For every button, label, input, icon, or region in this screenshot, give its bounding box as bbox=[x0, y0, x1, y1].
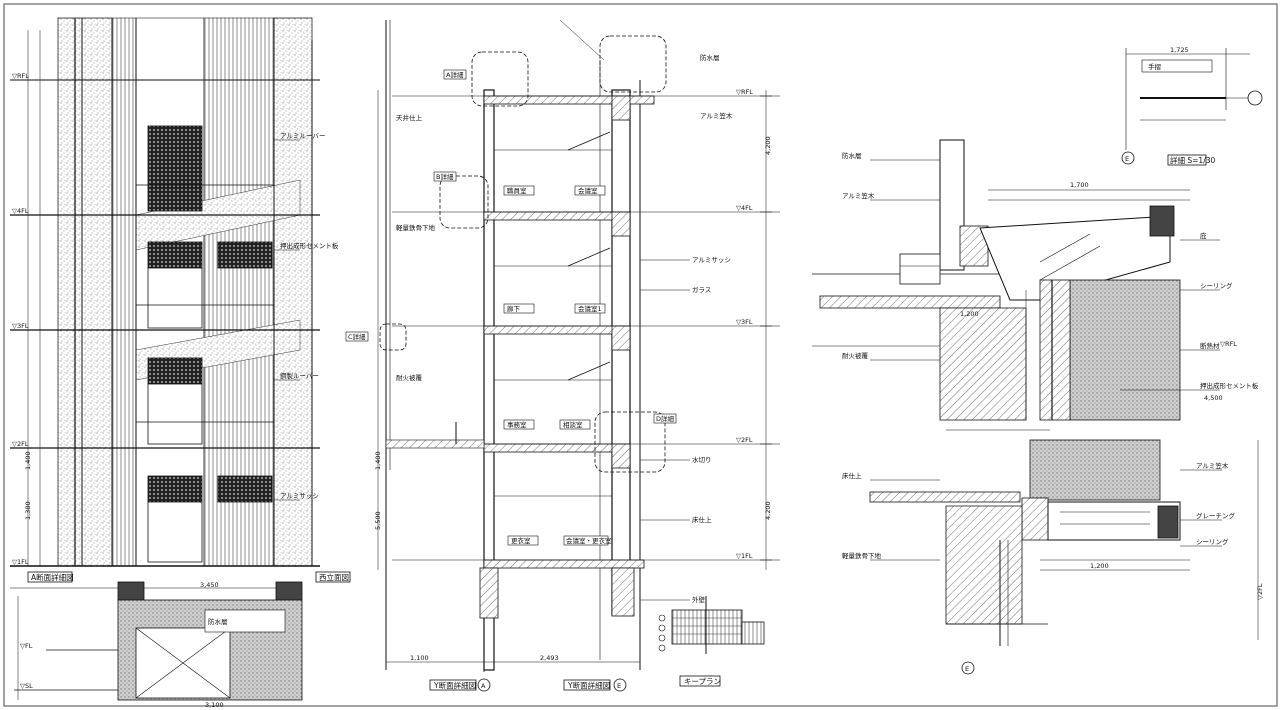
level-label: ▽4FL bbox=[736, 204, 753, 212]
note-label: 外壁 bbox=[692, 595, 706, 604]
level-label: ▽1FL bbox=[736, 552, 753, 560]
note-label: 水切り bbox=[692, 455, 712, 464]
level-label: ▽4FL bbox=[12, 207, 29, 215]
dimension-label: 4,500 bbox=[1204, 394, 1223, 402]
level-label: ▽RFL bbox=[1220, 340, 1237, 348]
note-label: アルミ笠木 bbox=[1196, 461, 1229, 470]
dimension-label: 1,100 bbox=[410, 654, 429, 662]
dimension-label: 5,500 bbox=[374, 511, 382, 530]
level-label: ▽RFL bbox=[736, 88, 753, 96]
dimension-label: 1,400 bbox=[24, 451, 32, 470]
dimension-label: 2,493 bbox=[540, 654, 559, 662]
view-title: 西立面図 bbox=[319, 572, 349, 582]
view-title: A断面詳細図 bbox=[31, 572, 74, 582]
room-tag: 廊下 bbox=[507, 304, 521, 313]
note-label: アルミサッシ bbox=[280, 492, 319, 500]
note-label: 軽量鉄骨下地 bbox=[396, 223, 436, 232]
note-label: シーリング bbox=[1196, 537, 1229, 546]
section-a-detail: 3,450 防水層 ▽FL ▽SL 3,100 bbox=[10, 581, 303, 709]
room-tag: 会議室 bbox=[578, 186, 598, 195]
dimension-label: 1,380 bbox=[24, 501, 32, 520]
level-label: ▽2FL bbox=[736, 436, 753, 444]
note-label: 断熱材 bbox=[1200, 341, 1220, 350]
note-label: 防水層 bbox=[842, 151, 862, 160]
dimension-label: 1,200 bbox=[1090, 562, 1109, 570]
dimension-label: 3,450 bbox=[200, 581, 219, 589]
dimension-label: 3,100 bbox=[205, 701, 224, 709]
callout-tag: D詳細 bbox=[656, 414, 675, 423]
dimension-label: 1,400 bbox=[374, 451, 382, 470]
note-label: 床仕上 bbox=[692, 515, 712, 524]
level-label: ▽SL bbox=[20, 682, 33, 690]
level-label: ▽1FL bbox=[12, 558, 29, 566]
view-title: キープラン bbox=[684, 677, 721, 686]
note-label: 天井仕上 bbox=[396, 113, 423, 122]
dimension-label: 1,200 bbox=[960, 310, 979, 318]
callout-tag: C詳細 bbox=[348, 332, 366, 341]
grid-marker: E bbox=[1125, 155, 1129, 163]
sheet-frame bbox=[3, 3, 1278, 707]
dimension-label: 4,200 bbox=[764, 136, 772, 155]
note-label: 押出成形セメント板 bbox=[1200, 381, 1259, 390]
view-title: Y断面詳細図 bbox=[567, 680, 610, 690]
view-title: Y断面詳細図 bbox=[433, 680, 476, 690]
grid-marker: A bbox=[481, 682, 486, 690]
note-label: グレーチング bbox=[1196, 511, 1236, 520]
dimension-label: 1,725 bbox=[1170, 46, 1189, 54]
eaves-detail-upper: 庇 シーリング 断熱材 押出成形セメント板 アルミ笠木 防水層 耐火被覆 1,7… bbox=[812, 139, 1259, 431]
note-label: 軽量鉄骨下地 bbox=[842, 551, 882, 560]
level-label: ▽FL bbox=[20, 642, 33, 650]
room-tag: 会議室・更衣室 bbox=[566, 536, 612, 545]
level-label: ▽2FL bbox=[12, 440, 29, 448]
note-label: アルミ笠木 bbox=[842, 191, 875, 200]
note-label: アルミルーバー bbox=[280, 132, 325, 140]
note-label: 鋼製ルーバー bbox=[280, 371, 319, 380]
plan-detail: E 詳細 S=1/30 1,725 手摺 bbox=[1121, 46, 1263, 166]
room-tag: 職員室 bbox=[507, 186, 527, 195]
level-label: ▽3FL bbox=[736, 318, 753, 326]
note-label: 押出成形セメント板 bbox=[280, 241, 339, 250]
note-label: 耐火被覆 bbox=[842, 351, 869, 360]
note-label: アルミ笠木 bbox=[700, 111, 733, 120]
dimension-label: 4,200 bbox=[764, 501, 772, 520]
level-label: ▽2FL bbox=[1256, 583, 1264, 600]
key-plan: キープラン bbox=[658, 596, 765, 687]
level-label: ▽3FL bbox=[12, 322, 29, 330]
callout-tag: B詳細 bbox=[436, 172, 454, 181]
note-label: 防水層 bbox=[700, 53, 720, 62]
callout-tag: A詳細 bbox=[446, 70, 464, 79]
grid-marker: E bbox=[965, 665, 969, 673]
note-label: シーリング bbox=[1200, 281, 1233, 290]
room-tag: 相談室 bbox=[563, 420, 583, 429]
room-tag: 会議室1 bbox=[578, 304, 602, 313]
west-elevation: ▽4FL ▽3FL ▽2FL ▽1FL ▽RFL 1,400 1,380 アルミ… bbox=[10, 17, 351, 583]
note-label: アルミサッシ bbox=[692, 256, 731, 264]
grid-marker: E bbox=[617, 682, 621, 690]
room-tag: 事務室 bbox=[507, 420, 527, 429]
y-section-detail: A詳細 B詳細 C詳細 D詳細 職員室 会議室 廊下 会議室1 事務室 相談室 … bbox=[345, 19, 780, 692]
note-label: 防水層 bbox=[208, 617, 228, 626]
view-title: 詳細 S=1/30 bbox=[1170, 155, 1215, 165]
level-label: ▽RFL bbox=[12, 72, 29, 80]
note-label: 耐火被覆 bbox=[396, 373, 423, 382]
note-label: 床仕上 bbox=[842, 471, 862, 480]
room-tag: 更衣室 bbox=[511, 536, 531, 545]
note-label: 庇 bbox=[1200, 231, 1207, 240]
eaves-detail-lower: アルミ笠木 グレーチング シーリング 床仕上 軽量鉄骨下地 1,200 ▽2FL… bbox=[842, 439, 1264, 675]
note-label: 手摺 bbox=[1148, 62, 1162, 71]
note-label: ガラス bbox=[692, 285, 711, 294]
dimension-label: 1,700 bbox=[1070, 181, 1089, 189]
